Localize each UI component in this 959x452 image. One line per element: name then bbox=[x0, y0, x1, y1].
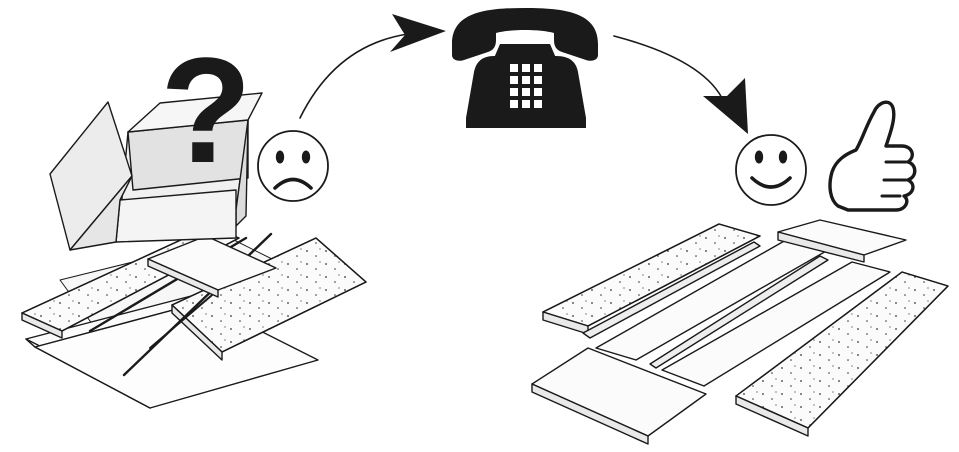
question-mark-icon: ? bbox=[160, 26, 252, 194]
telephone-icon bbox=[452, 8, 598, 128]
question-mark: ? bbox=[160, 26, 252, 194]
smiley-face-icon bbox=[735, 134, 807, 206]
arrow-to-solution bbox=[613, 35, 748, 134]
open-box-icon bbox=[49, 92, 263, 251]
thumbs-up-icon bbox=[828, 100, 917, 212]
sad-face-icon bbox=[257, 130, 329, 202]
scattered-panels-icon bbox=[21, 226, 367, 409]
arranged-panels-icon bbox=[531, 219, 949, 445]
arrow-to-phone bbox=[299, 14, 446, 119]
